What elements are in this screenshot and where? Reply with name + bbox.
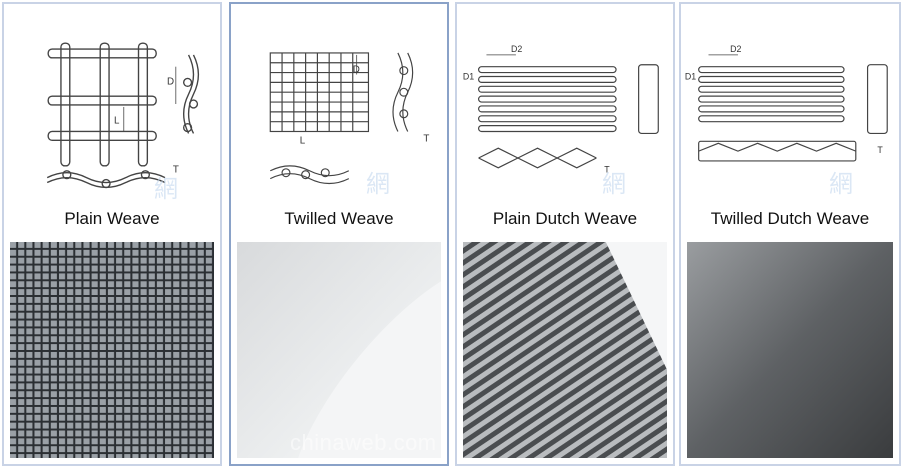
twilled-weave-photo (237, 242, 441, 458)
panel-title: Twilled Weave (284, 209, 394, 228)
twilled-dutch-diagram: D2 D1 T (685, 44, 888, 162)
label-l: L (300, 135, 306, 146)
twilled-weave-diagram: D L T (269, 52, 429, 185)
label-d1: D1 (685, 71, 696, 81)
watermark-glyph: 網 (829, 170, 853, 198)
label-d2: D2 (511, 44, 522, 54)
label-d1: D1 (463, 71, 474, 81)
label-t: T (877, 145, 883, 155)
plain-weave-diagram: D L T (46, 42, 200, 189)
watermark-glyph: 網 (366, 170, 390, 198)
panel-twilled-weave[interactable]: D L T 網 Twilled Weave (229, 2, 449, 466)
panel-title: Twilled Dutch Weave (710, 209, 870, 228)
plain-dutch-diagram: D2 D1 T (463, 44, 659, 175)
label-t: T (173, 165, 179, 176)
footer-watermark: chinaweb.com (290, 430, 437, 455)
panel-plain-dutch-weave[interactable]: D2 D1 T 網 Plain Dutch Weave (455, 2, 675, 466)
panel-title: Plain Dutch Weave (492, 209, 638, 228)
panel-plain-weave[interactable]: D L T 網 Plain Weave (2, 2, 222, 466)
label-t: T (423, 133, 429, 144)
watermark-glyph: 網 (154, 175, 178, 203)
plain-weave-photo (10, 242, 214, 458)
watermark-glyph: 網 (602, 170, 626, 198)
label-d: D (167, 76, 174, 87)
plain-dutch-photo (463, 242, 667, 458)
label-t: T (604, 165, 610, 175)
label-d2: D2 (730, 44, 741, 54)
label-l: L (114, 116, 120, 127)
panel-title: Plain Weave (64, 209, 160, 228)
label-d: D (353, 65, 360, 76)
twilled-dutch-photo (687, 242, 893, 458)
panel-twilled-dutch-weave[interactable]: D2 D1 T 網 Twilled Dutch Weave (679, 2, 901, 466)
